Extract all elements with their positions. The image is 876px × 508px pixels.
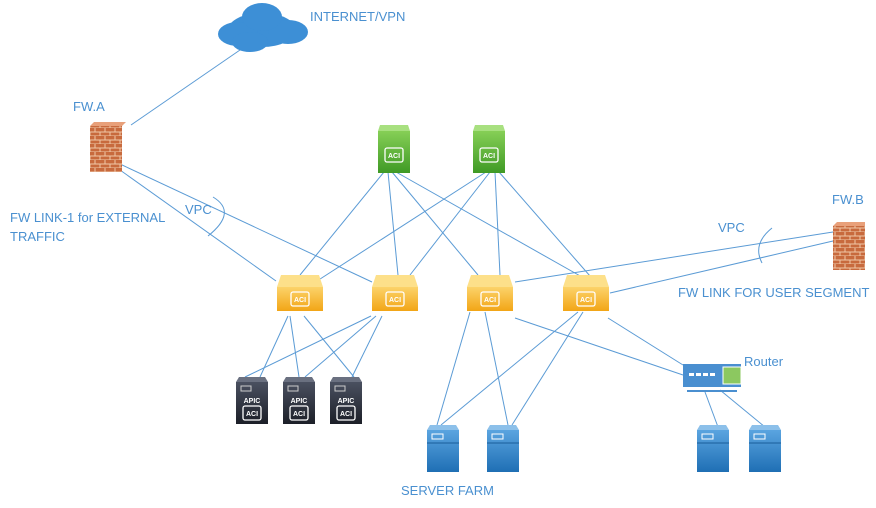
link-spine1-leaf1 <box>299 171 385 276</box>
cloud-icon <box>218 3 308 52</box>
aci-label: ACI <box>340 411 352 418</box>
fw-link-1-label: FW LINK-1 for EXTERNAL <box>10 210 166 225</box>
vpc-arc-right <box>758 227 773 264</box>
link-spine1-leaf2 <box>387 171 399 276</box>
apic-server-icon: APIC ACI <box>236 377 268 424</box>
link-leaf2-apic3 <box>351 315 383 378</box>
aci-label: ACI <box>246 411 258 418</box>
server-icon <box>487 425 519 472</box>
link-fwa-leaf1 <box>119 169 277 282</box>
links <box>119 49 834 428</box>
router-label: Router <box>744 354 784 369</box>
server-icon <box>697 425 729 472</box>
fw-b-label: FW.B <box>832 192 864 207</box>
link-cloud-fwa <box>130 49 241 126</box>
link-spine2-leaf1 <box>316 171 487 282</box>
link-leaf4-router <box>607 317 684 366</box>
link-leaf3-router <box>514 317 684 376</box>
fw-link-1-label-line2: TRAFFIC <box>10 229 65 244</box>
spine-switch-icon: ACI <box>378 125 410 173</box>
aci-label: ACI <box>580 297 592 304</box>
leaf-switch-icon: ACI <box>467 275 513 311</box>
router-icon <box>683 364 742 392</box>
leaf-switch-icon: ACI <box>277 275 323 311</box>
server-farm-label: SERVER FARM <box>401 483 494 498</box>
fw-a-label: FW.A <box>73 99 105 114</box>
spine-switch-icon: ACI <box>473 125 505 173</box>
link-fwb-leaf4 <box>609 240 834 294</box>
link-leaf3-server1 <box>436 311 471 426</box>
vpc-right-label: VPC <box>718 220 745 235</box>
vpc-left-label: VPC <box>185 202 212 217</box>
aci-label: ACI <box>294 297 306 304</box>
link-fwa-leaf2 <box>119 163 373 283</box>
aci-label: ACI <box>484 297 496 304</box>
link-leaf4-server1 <box>440 311 579 426</box>
server-icon <box>749 425 781 472</box>
link-leaf4-server2 <box>511 311 584 426</box>
apic-server-icon: APIC ACI <box>283 377 315 424</box>
link-fwb-leaf3 <box>514 231 834 283</box>
leaf-switch-icon: ACI <box>372 275 418 311</box>
link-leaf1-apic1 <box>259 315 289 378</box>
server-icon <box>427 425 459 472</box>
firewall-icon <box>833 222 865 270</box>
apic-label: APIC <box>338 398 355 405</box>
link-spine1-leaf4 <box>395 171 583 278</box>
apic-label: APIC <box>244 398 261 405</box>
fw-link-user-label: FW LINK FOR USER SEGMENT <box>678 285 870 300</box>
aci-label: ACI <box>389 297 401 304</box>
vpc-arc-left <box>207 196 225 237</box>
link-leaf2-apic1 <box>244 315 372 378</box>
internet-label: INTERNET/VPN <box>310 9 406 24</box>
apic-label: APIC <box>291 398 308 405</box>
aci-label: ACI <box>483 153 495 160</box>
firewall-icon <box>90 122 126 172</box>
aci-label: ACI <box>293 411 305 418</box>
link-leaf1-apic3 <box>303 315 355 378</box>
link-spine2-leaf2 <box>409 171 491 276</box>
link-router-server3 <box>704 391 719 428</box>
link-spine1-leaf3 <box>391 171 479 276</box>
link-router-server4 <box>719 389 766 428</box>
link-spine2-leaf4 <box>498 171 591 277</box>
aci-label: ACI <box>388 153 400 160</box>
link-leaf2-apic2 <box>304 315 377 378</box>
apic-server-icon: APIC ACI <box>330 377 362 424</box>
link-leaf3-server2 <box>484 311 509 426</box>
link-leaf1-apic2 <box>289 315 300 378</box>
link-spine2-leaf3 <box>494 171 501 276</box>
leaf-switch-icon: ACI <box>563 275 609 311</box>
